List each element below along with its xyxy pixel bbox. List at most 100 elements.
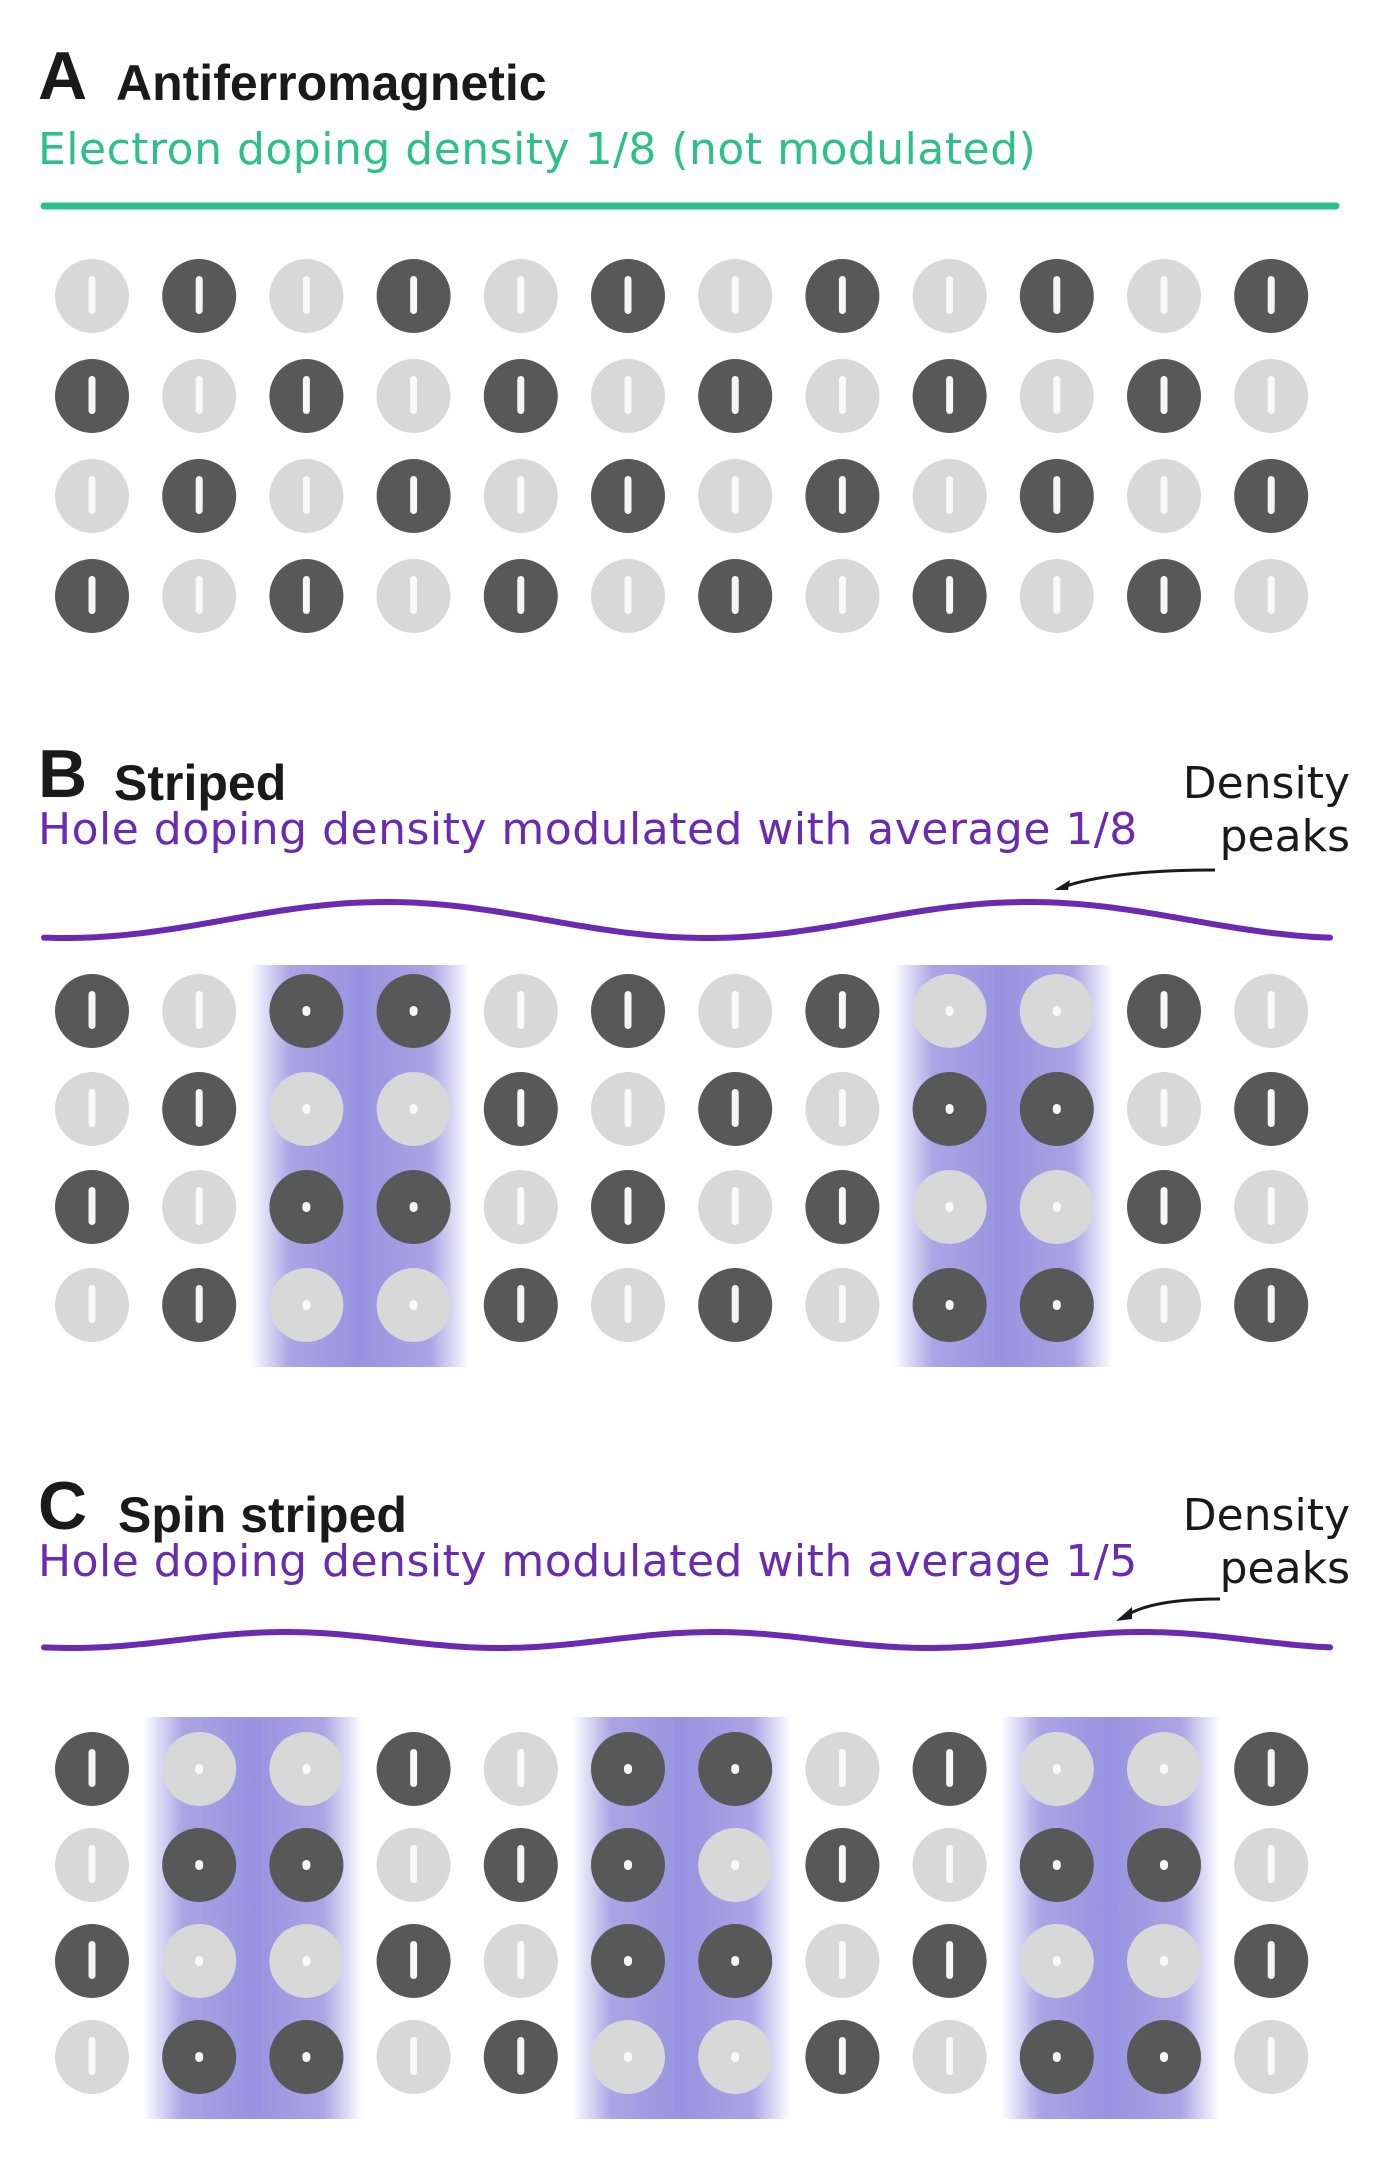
- spin-down-site: [269, 974, 344, 1048]
- spin-down-site: [912, 1924, 987, 1998]
- spin-up-site: [1234, 1828, 1309, 1902]
- panel-subtitle: Hole doping density modulated with avera…: [38, 804, 1138, 855]
- spin-up-site: [376, 559, 451, 633]
- spin-down-site: [483, 1268, 558, 1342]
- spin-up-site: [1019, 359, 1094, 433]
- spin-up-site: [698, 459, 773, 533]
- spin-up-site: [591, 1072, 665, 1146]
- spin-up-site: [1127, 1732, 1201, 1806]
- spin-up-site: [912, 1828, 987, 1902]
- spin-up-site: [55, 259, 129, 333]
- spin-up-site: [269, 459, 344, 533]
- spin-up-site: [162, 1170, 237, 1244]
- spin-down-site: [162, 259, 237, 333]
- spin-up-site: [376, 359, 451, 433]
- spin-up-site: [805, 1268, 880, 1342]
- spin-up-site: [1019, 1170, 1094, 1244]
- spin-up-site: [269, 1268, 344, 1342]
- spin-down-site: [591, 259, 665, 333]
- spin-lattice: [55, 965, 1309, 1367]
- spin-down-site: [1019, 1268, 1094, 1342]
- spin-up-site: [55, 459, 129, 533]
- spin-up-site: [805, 559, 880, 633]
- panel-b: B Striped Hole doping density modulated …: [0, 720, 1384, 1400]
- spin-down-site: [1234, 1268, 1309, 1342]
- spin-down-site: [162, 1072, 237, 1146]
- spin-down-site: [912, 1072, 987, 1146]
- spin-up-site: [912, 974, 987, 1048]
- spin-up-site: [1127, 1924, 1201, 1998]
- spin-lattice: [55, 1717, 1309, 2119]
- spin-up-site: [1127, 1268, 1201, 1342]
- spin-up-site: [1234, 974, 1309, 1048]
- spin-up-site: [698, 259, 773, 333]
- spin-down-site: [912, 359, 987, 433]
- spin-up-site: [1234, 359, 1309, 433]
- spin-down-site: [162, 459, 237, 533]
- spin-down-site: [1234, 1924, 1309, 1998]
- spin-down-site: [591, 1170, 665, 1244]
- spin-up-site: [591, 359, 665, 433]
- spin-down-site: [1127, 1828, 1201, 1902]
- spin-down-site: [591, 1924, 665, 1998]
- spin-down-site: [805, 459, 880, 533]
- spin-up-site: [1019, 559, 1094, 633]
- spin-down-site: [1019, 259, 1094, 333]
- spin-down-site: [912, 559, 987, 633]
- panel-letter: C: [38, 1468, 88, 1544]
- spin-up-site: [1234, 1170, 1309, 1244]
- spin-up-site: [805, 1072, 880, 1146]
- spin-up-site: [483, 1732, 558, 1806]
- spin-down-site: [269, 1828, 344, 1902]
- spin-up-site: [912, 259, 987, 333]
- spin-up-site: [1127, 1072, 1201, 1146]
- spin-down-site: [483, 359, 558, 433]
- spin-down-site: [1019, 1072, 1094, 1146]
- spin-down-site: [162, 1828, 237, 1902]
- spin-down-site: [1234, 1732, 1309, 1806]
- panel-title: Antiferromagnetic: [116, 55, 547, 111]
- spin-down-site: [912, 1732, 987, 1806]
- spin-down-site: [269, 359, 344, 433]
- annotation-line-2: peaks: [1219, 810, 1350, 862]
- spin-down-site: [376, 974, 451, 1048]
- density-peaks-label: Density peaks: [1150, 758, 1350, 864]
- panel-title: Striped: [114, 755, 287, 811]
- spin-down-site: [1234, 259, 1309, 333]
- spin-up-site: [698, 1170, 773, 1244]
- spin-down-site: [55, 1924, 129, 1998]
- spin-up-site: [376, 2020, 451, 2094]
- spin-down-site: [1127, 2020, 1201, 2094]
- spin-up-site: [591, 559, 665, 633]
- panel-subtitle: Hole doping density modulated with avera…: [38, 1536, 1138, 1587]
- spin-up-site: [269, 259, 344, 333]
- spin-down-site: [1127, 359, 1201, 433]
- spin-up-site: [376, 1072, 451, 1146]
- panel-title: Spin striped: [118, 1487, 407, 1543]
- annotation-line-1: Density: [1182, 1490, 1350, 1541]
- spin-up-site: [1234, 559, 1309, 633]
- spin-down-site: [698, 1268, 773, 1342]
- annotation-line-2: peaks: [1219, 1542, 1350, 1594]
- spin-down-site: [912, 1268, 987, 1342]
- spin-up-site: [698, 974, 773, 1048]
- spin-down-site: [376, 459, 451, 533]
- spin-down-site: [483, 559, 558, 633]
- spin-down-site: [1019, 459, 1094, 533]
- spin-down-site: [1234, 459, 1309, 533]
- spin-up-site: [483, 259, 558, 333]
- annotation-line-1: Density: [1182, 758, 1350, 809]
- spin-down-site: [162, 2020, 237, 2094]
- spin-up-site: [698, 1828, 773, 1902]
- panel-subtitle: Electron doping density 1/8 (not modulat…: [38, 124, 1037, 175]
- spin-down-site: [483, 1828, 558, 1902]
- spin-up-site: [805, 1924, 880, 1998]
- spin-down-site: [483, 2020, 558, 2094]
- spin-up-site: [1234, 2020, 1309, 2094]
- spin-down-site: [805, 1828, 880, 1902]
- spin-up-site: [1019, 1732, 1094, 1806]
- density-peaks-label: Density peaks: [1150, 1490, 1350, 1596]
- spin-down-site: [269, 1170, 344, 1244]
- spin-up-site: [912, 2020, 987, 2094]
- spin-up-site: [376, 1828, 451, 1902]
